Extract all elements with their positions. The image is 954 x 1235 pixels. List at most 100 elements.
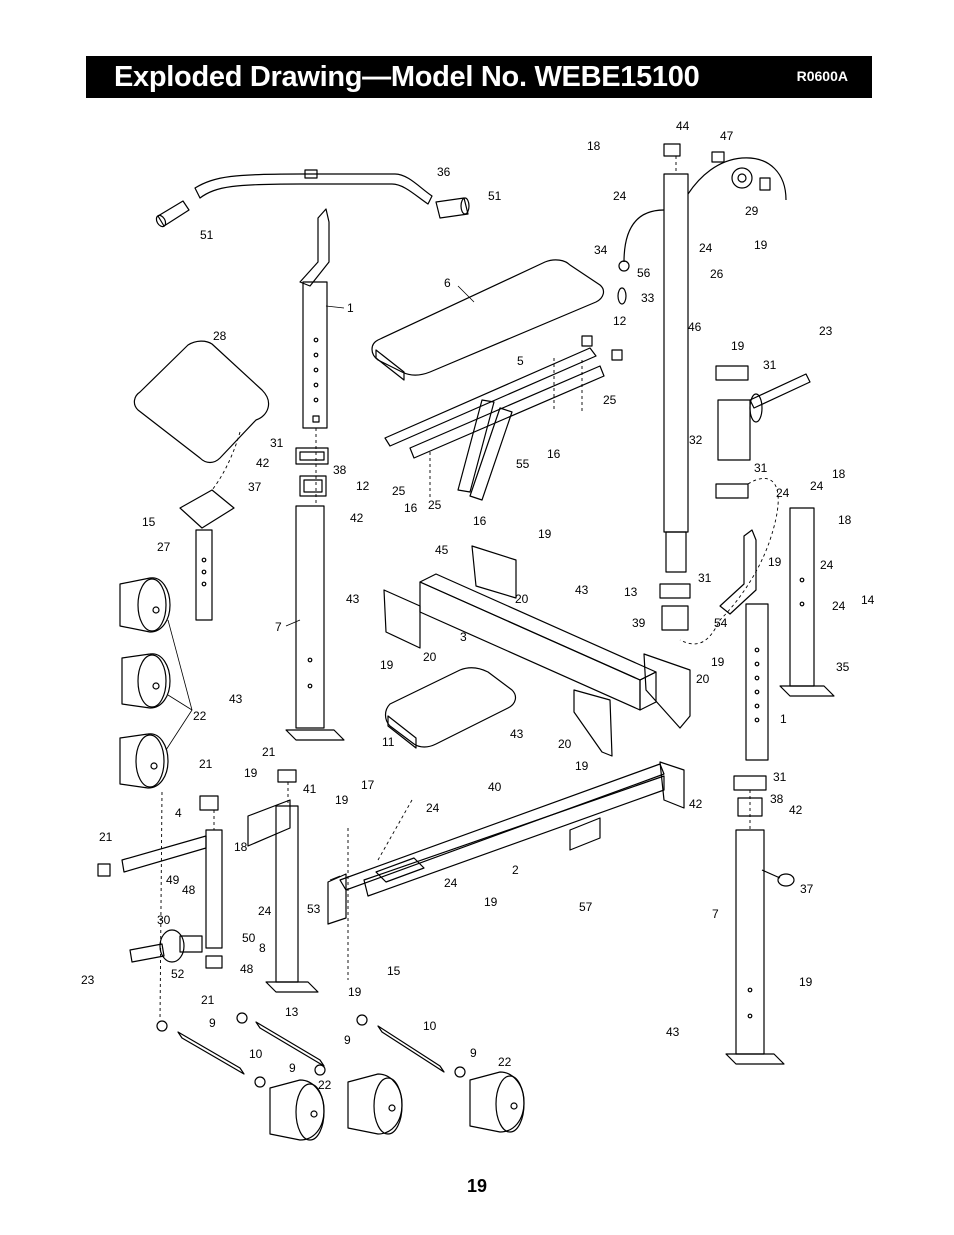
part-tower bbox=[663, 143, 689, 573]
callout-51: 51 bbox=[200, 228, 214, 242]
callout-31: 31 bbox=[763, 358, 777, 372]
callout-37: 37 bbox=[248, 480, 262, 494]
callout-20: 20 bbox=[558, 737, 572, 751]
callout-23: 23 bbox=[819, 324, 833, 338]
callout-24: 24 bbox=[776, 486, 790, 500]
callout-42: 42 bbox=[789, 803, 803, 817]
callout-51: 51 bbox=[488, 189, 502, 203]
callout-47: 47 bbox=[720, 129, 734, 143]
callout-9: 9 bbox=[470, 1046, 477, 1060]
callout-9: 9 bbox=[344, 1033, 351, 1047]
part-brackets bbox=[383, 545, 691, 757]
callout-41: 41 bbox=[303, 782, 317, 796]
callout-24: 24 bbox=[810, 479, 824, 493]
callout-22: 22 bbox=[498, 1055, 512, 1069]
callout-35: 35 bbox=[836, 660, 850, 674]
drawing-code: R0600A bbox=[796, 68, 848, 84]
callout-10: 10 bbox=[423, 1019, 437, 1033]
callout-36: 36 bbox=[437, 165, 451, 179]
callout-27: 27 bbox=[157, 540, 171, 554]
part-caps-left bbox=[295, 447, 329, 497]
callout-31: 31 bbox=[773, 770, 787, 784]
callout-21: 21 bbox=[99, 830, 113, 844]
callout-8: 8 bbox=[259, 941, 266, 955]
callout-14: 14 bbox=[861, 593, 875, 607]
callout-22: 22 bbox=[193, 709, 207, 723]
callout-24: 24 bbox=[699, 241, 713, 255]
callout-38: 38 bbox=[333, 463, 347, 477]
callout-21: 21 bbox=[262, 745, 276, 759]
callout-19: 19 bbox=[799, 975, 813, 989]
callout-43: 43 bbox=[575, 583, 589, 597]
callout-19: 19 bbox=[575, 759, 589, 773]
callout-19: 19 bbox=[538, 527, 552, 541]
callout-12: 12 bbox=[356, 479, 370, 493]
callout-24: 24 bbox=[444, 876, 458, 890]
callout-37: 37 bbox=[800, 882, 814, 896]
callout-43: 43 bbox=[510, 727, 524, 741]
callout-56: 56 bbox=[637, 266, 651, 280]
part-upright-left bbox=[299, 208, 330, 429]
callout-34: 34 bbox=[594, 243, 608, 257]
part-rollers-bottom bbox=[269, 1071, 525, 1141]
callout-1: 1 bbox=[780, 712, 787, 726]
callout-55: 55 bbox=[516, 457, 530, 471]
part-post-left bbox=[285, 505, 345, 741]
callout-30: 30 bbox=[157, 913, 171, 927]
callout-20: 20 bbox=[423, 650, 437, 664]
callout-19: 19 bbox=[348, 985, 362, 999]
part-preacher-pad bbox=[133, 340, 270, 464]
callout-19: 19 bbox=[484, 895, 498, 909]
callout-39: 39 bbox=[632, 616, 646, 630]
callout-19: 19 bbox=[380, 658, 394, 672]
callout-21: 21 bbox=[201, 993, 215, 1007]
callout-26: 26 bbox=[710, 267, 724, 281]
callout-28: 28 bbox=[213, 329, 227, 343]
callout-19: 19 bbox=[711, 655, 725, 669]
callout-13: 13 bbox=[285, 1005, 299, 1019]
part-caps-right-top bbox=[659, 365, 749, 631]
callout-20: 20 bbox=[696, 672, 710, 686]
callout-10: 10 bbox=[249, 1047, 263, 1061]
callout-12: 12 bbox=[613, 314, 627, 328]
callout-24: 24 bbox=[613, 189, 627, 203]
callout-labels: 44 18 47 36 24 29 51 24 19 51 34 56 26 3… bbox=[81, 119, 875, 1092]
callout-45: 45 bbox=[435, 543, 449, 557]
page-number: 19 bbox=[466, 1176, 488, 1196]
part-rollers-left bbox=[119, 577, 171, 789]
part-crossbar bbox=[419, 573, 657, 711]
callout-18: 18 bbox=[234, 840, 248, 854]
callout-31: 31 bbox=[754, 461, 768, 475]
callout-25: 25 bbox=[603, 393, 617, 407]
part-grip-right bbox=[435, 197, 470, 219]
callout-18: 18 bbox=[587, 139, 601, 153]
callout-53: 53 bbox=[307, 902, 321, 916]
part-base-frame bbox=[327, 761, 685, 925]
callout-18: 18 bbox=[838, 513, 852, 527]
callout-40: 40 bbox=[488, 780, 502, 794]
part-back-pad bbox=[371, 259, 605, 381]
callout-24: 24 bbox=[426, 801, 440, 815]
callout-17: 17 bbox=[361, 778, 375, 792]
callout-16: 16 bbox=[547, 447, 561, 461]
callout-21: 21 bbox=[199, 757, 213, 771]
title-bar: Exploded Drawing—Model No. WEBE15100 R06… bbox=[86, 56, 872, 98]
callout-48: 48 bbox=[182, 883, 196, 897]
callout-24: 24 bbox=[258, 904, 272, 918]
callout-7: 7 bbox=[712, 907, 719, 921]
callout-19: 19 bbox=[335, 793, 349, 807]
callout-31: 31 bbox=[270, 436, 284, 450]
callout-23: 23 bbox=[81, 973, 95, 987]
part-upright-right bbox=[719, 529, 769, 761]
part-sleeve bbox=[717, 373, 811, 461]
callout-20: 20 bbox=[515, 592, 529, 606]
callout-42: 42 bbox=[689, 797, 703, 811]
callout-48: 48 bbox=[240, 962, 254, 976]
part-lat-bar bbox=[194, 169, 433, 205]
callout-2: 2 bbox=[512, 863, 519, 877]
callout-7: 7 bbox=[275, 620, 282, 634]
callout-4: 4 bbox=[175, 806, 182, 820]
callout-38: 38 bbox=[770, 792, 784, 806]
callout-5: 5 bbox=[517, 354, 524, 368]
